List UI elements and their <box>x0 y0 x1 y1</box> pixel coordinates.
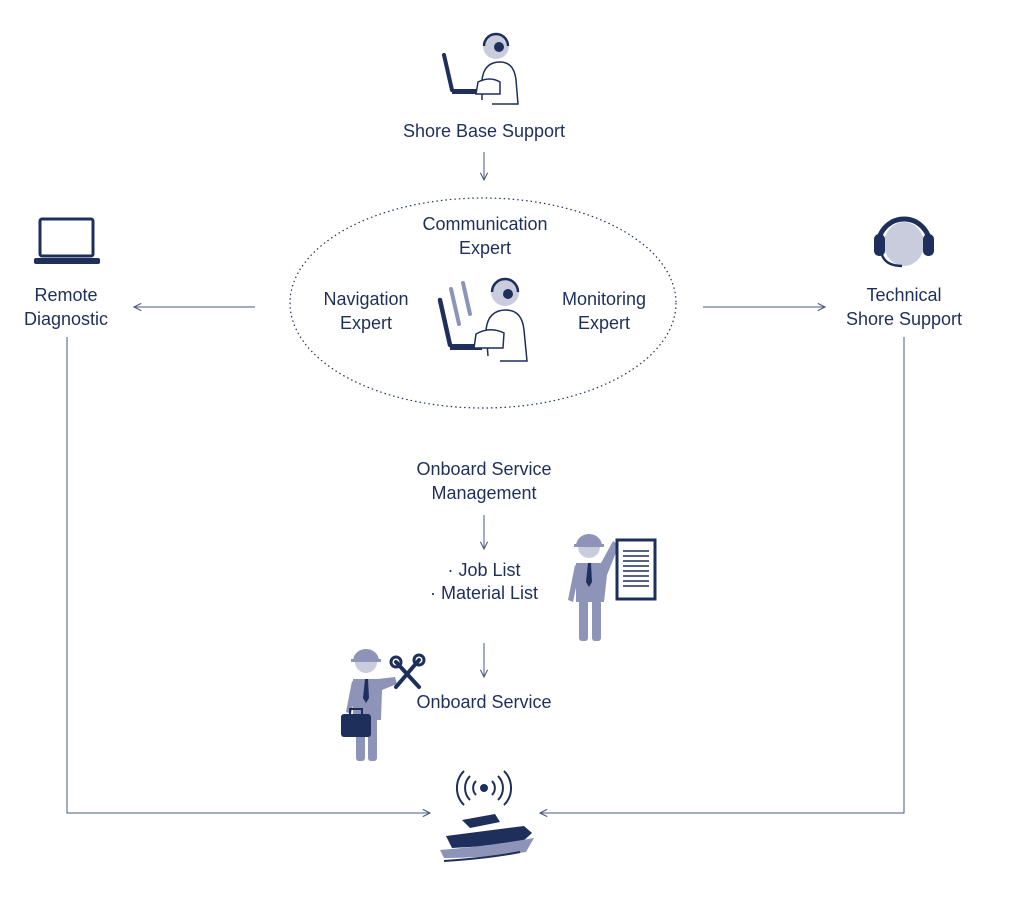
line-remote-diagnostic-to-ship <box>66 337 430 813</box>
label-communication-expert: Communication Expert <box>385 212 585 260</box>
connectors <box>66 152 905 813</box>
label-remote-diagnostic: Remote Diagnostic <box>6 283 126 331</box>
label-onboard-service-management: Onboard Service Management <box>384 457 584 505</box>
line-technical-support-to-ship <box>540 337 905 813</box>
label-communication-line1: Communication <box>422 214 548 234</box>
ship-with-signal-icon <box>440 770 534 862</box>
label-management-line2: Management <box>431 483 537 503</box>
label-job-list: · Job List <box>447 560 521 580</box>
headset-icon <box>874 216 934 268</box>
label-technical-shore-support: Technical Shore Support <box>829 283 979 331</box>
label-technical-line2: Shore Support <box>845 309 963 329</box>
label-material-list: · Material List <box>429 583 539 603</box>
label-monitoring-line2: Expert <box>577 313 631 333</box>
label-navigation-expert: Navigation Expert <box>306 287 426 335</box>
label-management-line1: Onboard Service <box>416 459 552 479</box>
label-technical-line1: Technical <box>866 285 942 305</box>
expert-team-ellipse <box>289 197 677 409</box>
laptop-icon <box>34 217 100 264</box>
label-communication-line2: Expert <box>458 238 512 258</box>
label-navigation-line1: Navigation <box>323 289 409 309</box>
label-onboard-service: Onboard Service <box>416 692 552 712</box>
worker-with-document-icon <box>568 534 657 641</box>
expert-team-with-headset-icon <box>437 277 528 362</box>
operator-with-headset-laptop-icon <box>442 32 519 105</box>
label-monitoring-line1: Monitoring <box>561 289 647 309</box>
worker-with-tools-icon <box>341 649 426 761</box>
label-shore-base-support: Shore Base Support <box>402 121 566 141</box>
label-monitoring-expert: Monitoring Expert <box>544 287 664 335</box>
label-remote-line1: Remote <box>34 285 98 305</box>
label-navigation-line2: Expert <box>339 313 393 333</box>
label-remote-line2: Diagnostic <box>23 309 109 329</box>
